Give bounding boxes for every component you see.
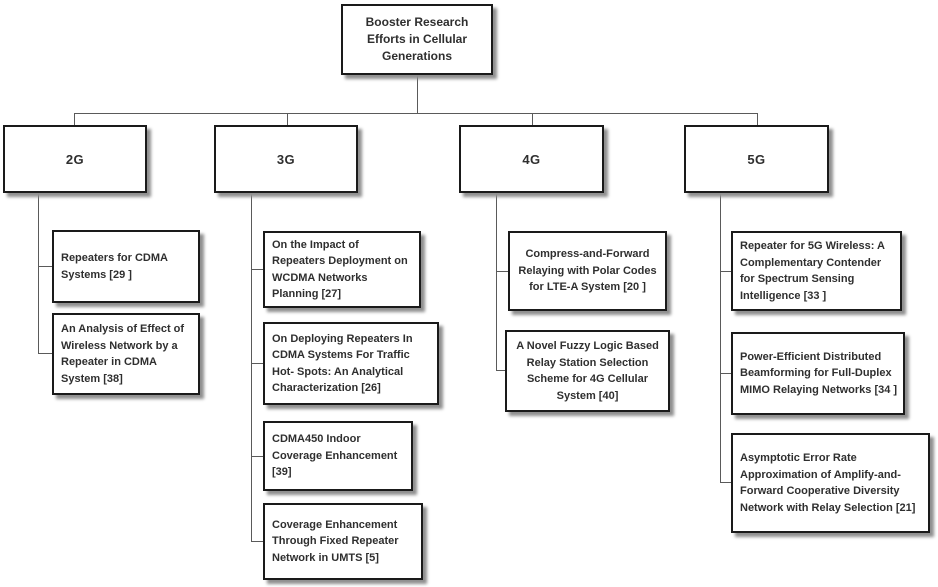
connector-tick-5g-1 bbox=[720, 271, 731, 272]
connector-tick-4g-1 bbox=[496, 271, 508, 272]
connector-trunk-2g bbox=[38, 193, 39, 354]
paper-node-3g-3: CDMA450 Indoor Coverage Enhancement [39] bbox=[263, 421, 413, 491]
connector-tick-3g-1 bbox=[251, 269, 263, 270]
connector-tick-4g-2 bbox=[496, 370, 508, 371]
connector-trunk-3g bbox=[251, 193, 252, 542]
connector-tick-5g-3 bbox=[720, 482, 731, 483]
connector-tick-2g-1 bbox=[38, 266, 52, 267]
paper-node-4g-2: A Novel Fuzzy Logic Based Relay Station … bbox=[505, 330, 670, 412]
paper-node-4g-1: Compress-and-Forward Relaying with Polar… bbox=[508, 231, 667, 311]
connector-stub-5g bbox=[757, 113, 758, 125]
branch-node-3g: 3G bbox=[214, 125, 358, 193]
connector-trunk-5g bbox=[720, 193, 721, 483]
connector-root-stem bbox=[417, 75, 418, 114]
paper-node-3g-1: On the Impact of Repeaters Deployment on… bbox=[263, 231, 421, 308]
branch-node-2g: 2G bbox=[3, 125, 147, 193]
paper-node-3g-4: Coverage Enhancement Through Fixed Repea… bbox=[263, 503, 423, 580]
paper-node-5g-2: Power-Efficient Distributed Beamforming … bbox=[731, 332, 905, 415]
connector-tick-3g-4 bbox=[251, 541, 263, 542]
connector-stub-2g bbox=[74, 113, 75, 125]
paper-node-2g-1: Repeaters for CDMA Systems [29 ] bbox=[52, 230, 200, 303]
paper-node-2g-2: An Analysis of Effect of Wireless Networ… bbox=[52, 313, 200, 395]
connector-tick-3g-3 bbox=[251, 456, 263, 457]
paper-node-5g-3: Asymptotic Error Rate Approximation of A… bbox=[731, 433, 930, 533]
connector-tick-5g-2 bbox=[720, 373, 731, 374]
connector-stub-4g bbox=[532, 113, 533, 125]
connector-stub-3g bbox=[287, 113, 288, 125]
branch-node-5g: 5G bbox=[684, 125, 829, 193]
branch-node-4g: 4G bbox=[459, 125, 604, 193]
connector-branch-bus bbox=[74, 113, 758, 114]
paper-node-5g-1: Repeater for 5G Wireless: A Complementar… bbox=[731, 231, 902, 311]
root-node: Booster Research Efforts in Cellular Gen… bbox=[341, 4, 493, 75]
connector-tick-2g-2 bbox=[38, 353, 52, 354]
connector-trunk-4g bbox=[496, 193, 497, 371]
connector-tick-3g-2 bbox=[251, 363, 263, 364]
paper-node-3g-2: On Deploying Repeaters In CDMA Systems F… bbox=[263, 322, 439, 405]
